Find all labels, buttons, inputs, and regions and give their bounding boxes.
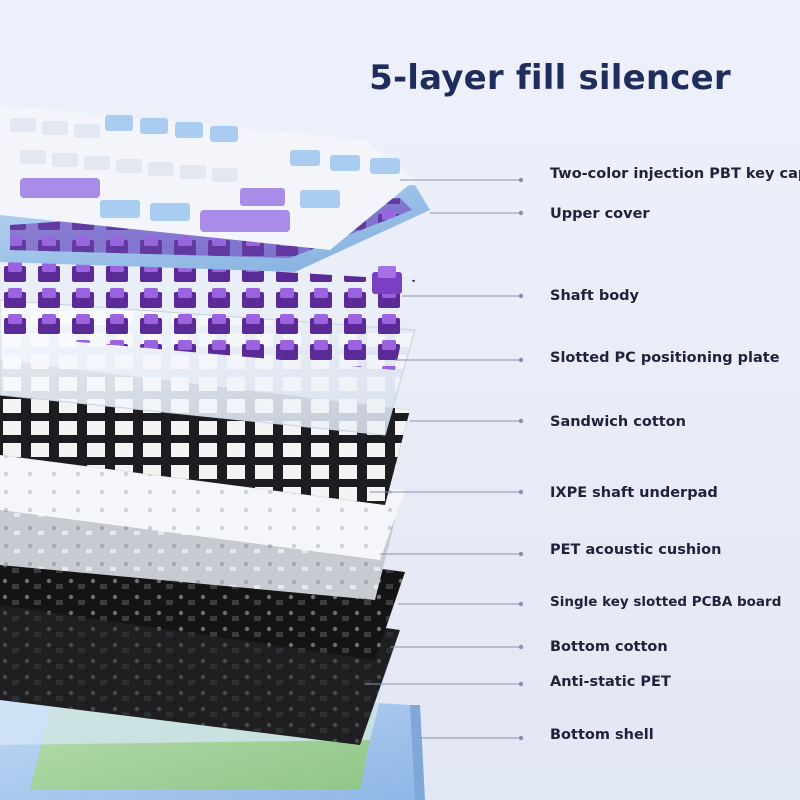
label-shaft-body: Shaft body	[550, 288, 640, 304]
label-pcba-board: Single key slotted PCBA board	[550, 594, 782, 610]
label-pc-plate: Slotted PC positioning plate	[550, 350, 780, 366]
label-antistatic-pet: Anti-static PET	[550, 674, 671, 690]
label-bottom-cotton: Bottom cotton	[550, 639, 668, 655]
label-bottom-shell: Bottom shell	[550, 727, 654, 743]
label-ixpe-underpad: IXPE shaft underpad	[550, 485, 718, 501]
label-sandwich-cotton: Sandwich cotton	[550, 414, 686, 430]
page-title: 5-layer fill silencer	[369, 58, 731, 98]
ixpe-underpad-layer	[0, 440, 405, 560]
label-pet-cushion: PET acoustic cushion	[550, 542, 722, 558]
shaft-body-layer	[0, 255, 415, 370]
leader-lines	[365, 177, 524, 741]
label-upper-cover: Upper cover	[550, 206, 650, 222]
label-keycap: Two-color injection PBT key cap	[550, 166, 800, 182]
keycap-layer	[0, 105, 415, 250]
